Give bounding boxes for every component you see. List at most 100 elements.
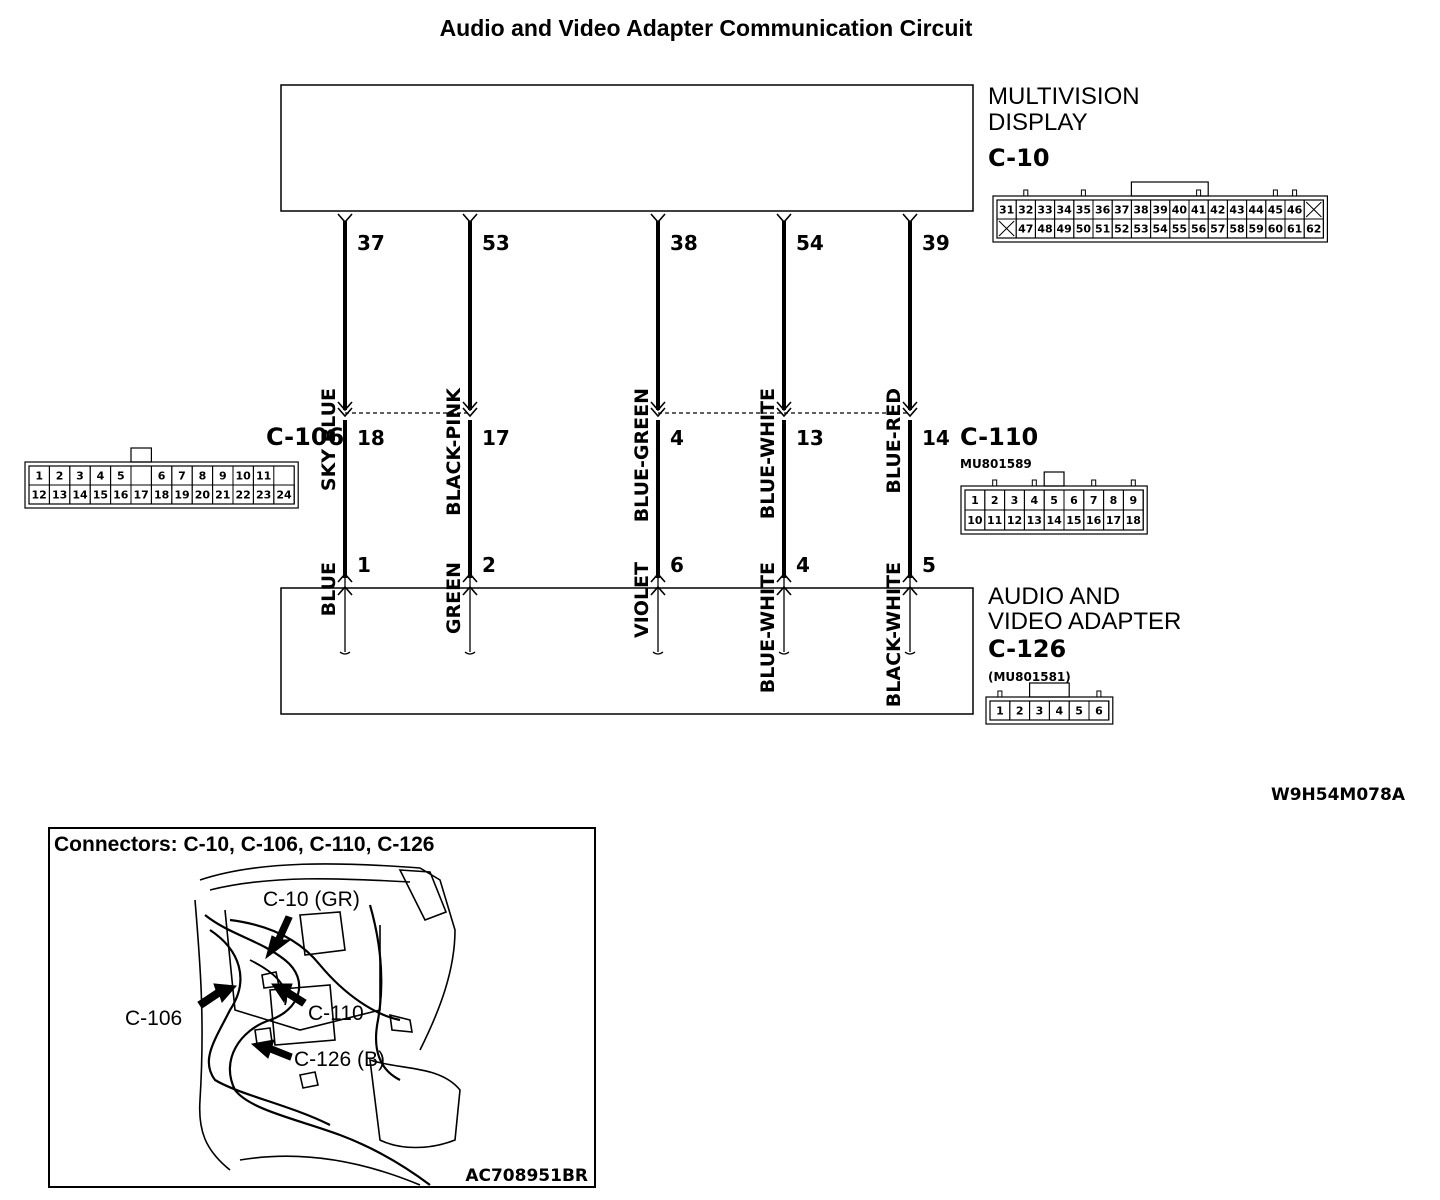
c106-face-pin-label: 15 <box>93 489 108 502</box>
photo-code: AC708951BR <box>465 1166 588 1186</box>
c10-face-pin-label: 45 <box>1268 204 1283 217</box>
c10-face-pin-label: 47 <box>1018 223 1033 236</box>
c106-face-pin-label: 7 <box>178 470 186 483</box>
c10-face-pin-label: 61 <box>1287 223 1302 236</box>
multivision-label-line2: DISPLAY <box>988 109 1088 136</box>
c106-face-pin-label: 10 <box>236 470 252 483</box>
c10-face-pin-label: 51 <box>1095 223 1110 236</box>
c10-face-pin-label: 49 <box>1057 223 1072 236</box>
c110-face-pin-label: 16 <box>1086 514 1102 527</box>
c10-face-pin-label: 53 <box>1133 223 1148 236</box>
wire-1-bottom-color: BLUE <box>318 562 340 616</box>
wire-5-inline-terminal <box>902 401 918 418</box>
c126-arrow <box>250 1039 293 1061</box>
c106-face-pin-label: 9 <box>219 470 227 483</box>
c10-face-blank-cavity <box>998 220 1015 237</box>
c110-face-pin-label: 18 <box>1126 514 1141 527</box>
wire-5-top-terminal <box>902 213 918 224</box>
c106-face-cell <box>273 484 295 505</box>
c106-face-lock <box>130 447 152 463</box>
wire-5-mid-pin: 14 <box>922 426 950 450</box>
wire-1-internal-end <box>339 651 351 655</box>
c110-face-pin-label: 14 <box>1046 514 1062 527</box>
c126-face-pin-label: 1 <box>996 705 1004 718</box>
wire-4-bottom-terminal <box>776 572 792 596</box>
wire-1-top-color: SKY BLUE <box>318 388 340 491</box>
c10-arrow <box>265 915 293 960</box>
wire-5-top-pin: 39 <box>922 231 950 255</box>
c106-face-pin-label: 3 <box>76 470 84 483</box>
c106-face-pin-label: 4 <box>97 470 105 483</box>
wire-2-bottom-pin: 2 <box>482 553 496 577</box>
dashboard-harness-illustration <box>194 863 461 1186</box>
c126-label: C-126 <box>988 635 1066 663</box>
c110-part-number: MU801589 <box>960 457 1032 471</box>
wire-2-inline-terminal <box>462 401 478 418</box>
wire-4-internal-end <box>778 651 790 655</box>
c106-face-pin-label: 1 <box>35 470 43 483</box>
c10-face-pin-label: 38 <box>1133 204 1148 217</box>
c10-face-tab <box>1080 189 1086 197</box>
c10-face-pin-label: 43 <box>1229 204 1244 217</box>
c126-face-tab <box>1096 690 1102 698</box>
c10-face-pin-label: 58 <box>1229 223 1244 236</box>
c10-face-pin-label: 41 <box>1191 204 1206 217</box>
c10-face-pin-label: 31 <box>999 204 1014 217</box>
wire-3-top-terminal <box>650 213 666 224</box>
c106-face-pin-label: 12 <box>32 489 47 502</box>
c10-face-pin-label: 34 <box>1057 204 1073 217</box>
c106-face-cell <box>130 465 152 486</box>
c10-face-pin-label: 33 <box>1037 204 1052 217</box>
c106-face-pin-label: 18 <box>154 489 169 502</box>
c110-face-pin-label: 12 <box>1007 514 1022 527</box>
c10-face-tab <box>1272 189 1278 197</box>
wire-5-bottom-terminal <box>902 572 918 596</box>
c10-face-tab <box>1292 189 1298 197</box>
wire-2-bottom-color: GREEN <box>443 562 465 634</box>
c106-label: C-106 <box>266 423 344 451</box>
wire-5-bottom-color: BLACK-WHITE <box>883 562 905 707</box>
c10-label: C-10 <box>988 144 1050 172</box>
c110-arrow <box>271 983 307 1007</box>
c110-face-pin-label: 10 <box>967 514 983 527</box>
c110-face-pin-label: 4 <box>1030 494 1038 507</box>
c110-face-pin-label: 3 <box>1011 494 1019 507</box>
c106-arrow <box>197 983 238 1009</box>
c106-face-pin-label: 20 <box>195 489 211 502</box>
c106-face-pin-label: 11 <box>256 470 271 483</box>
wire-4-bottom-color: BLUE-WHITE <box>757 562 779 693</box>
c106-face-pin-label: 2 <box>56 470 64 483</box>
c10-face-pin-label: 32 <box>1018 204 1033 217</box>
c110-face-tab <box>992 479 998 487</box>
wire-2-top-terminal <box>462 213 478 224</box>
wire-2-bottom-terminal <box>462 572 478 596</box>
c126-face-lock <box>1028 682 1070 698</box>
diagram-code: W9H54M078A <box>1271 785 1406 805</box>
c106-face-pin-label: 14 <box>72 489 88 502</box>
wire-3-bottom-color: VIOLET <box>631 562 653 638</box>
c110-face-pin-label: 7 <box>1090 494 1098 507</box>
c10-face-pin-label: 44 <box>1249 204 1265 217</box>
c110-face-pin-label: 2 <box>991 494 999 507</box>
c10-face-lock <box>1130 181 1209 197</box>
wire-1-bottom-terminal <box>337 572 353 596</box>
c106-face-pin-label: 13 <box>52 489 67 502</box>
c10-face-pin-label: 37 <box>1114 204 1129 217</box>
c106-face-pin-label: 22 <box>236 489 251 502</box>
wire-3-top-pin: 38 <box>670 231 698 255</box>
c106-face-pin-label: 23 <box>256 489 271 502</box>
c10-face-pin-label: 42 <box>1210 204 1225 217</box>
c106-face-pin-label: 5 <box>117 470 125 483</box>
c10-face-tab <box>1023 189 1029 197</box>
c10-face-blank-cavity <box>1305 201 1322 218</box>
c10-face-pin-label: 62 <box>1306 223 1321 236</box>
c10-face-pin-label: 46 <box>1287 204 1303 217</box>
